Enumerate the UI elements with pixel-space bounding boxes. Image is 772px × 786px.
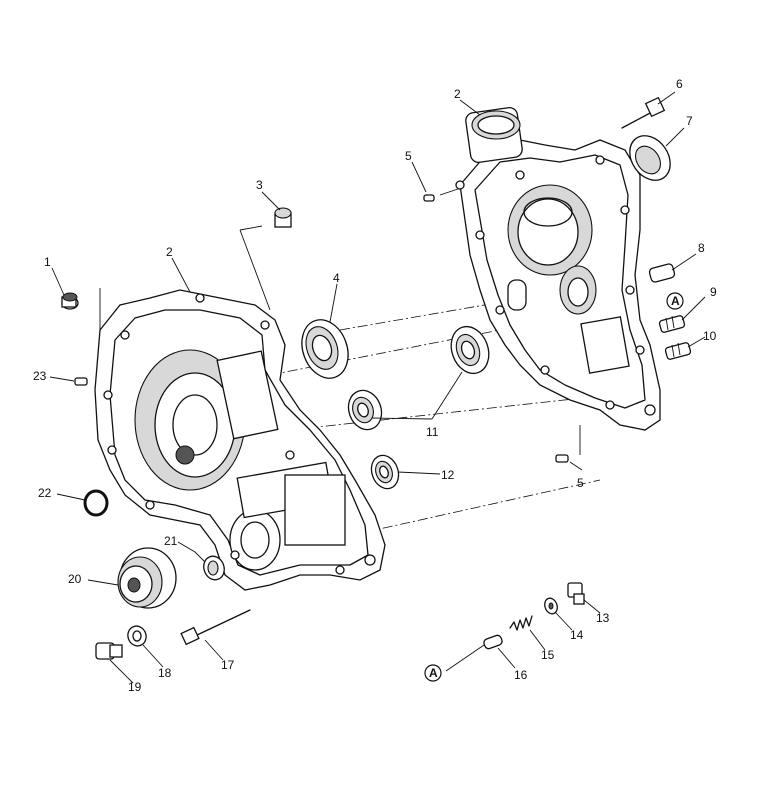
callout-13: 13 xyxy=(596,611,610,625)
part-dowel-pin-23 xyxy=(74,377,88,386)
callout-16: 16 xyxy=(514,668,528,682)
callout-21: 21 xyxy=(164,534,178,548)
part-bearing-4 xyxy=(301,319,349,379)
part-bearing-11-right xyxy=(450,325,490,375)
part-fitting-9 xyxy=(658,315,686,333)
leader-lines xyxy=(49,91,706,684)
callout-17: 17 xyxy=(221,658,235,672)
callout-12: 12 xyxy=(441,468,455,482)
callout-9: 9 xyxy=(710,285,717,299)
reference-letter-lower: A xyxy=(429,666,438,680)
callout-11: 11 xyxy=(426,425,439,439)
callout-22: 22 xyxy=(38,486,52,500)
part-dowel-pin-5-upper xyxy=(423,194,435,202)
callout-14: 14 xyxy=(570,628,584,642)
part-dowel-pin-5-lower xyxy=(555,454,569,463)
part-o-ring-22 xyxy=(83,489,109,517)
callout-7: 7 xyxy=(686,114,693,128)
callout-numbers: 1 2 2 3 4 5 5 6 7 8 9 10 11 12 13 14 15 … xyxy=(33,77,717,694)
callout-2-right: 2 xyxy=(454,87,461,101)
callout-6: 6 xyxy=(676,77,683,91)
part-oil-seal-7 xyxy=(629,135,671,181)
callout-20: 20 xyxy=(68,572,82,586)
callout-8: 8 xyxy=(698,241,705,255)
callout-15: 15 xyxy=(541,648,555,662)
part-plunger-16 xyxy=(483,634,503,650)
right-crankcase-half xyxy=(455,107,661,431)
callout-10: 10 xyxy=(703,329,717,343)
reference-mark-upper: A xyxy=(666,292,684,310)
part-washer-14 xyxy=(544,597,558,615)
part-spring-15 xyxy=(509,615,533,631)
callout-1: 1 xyxy=(44,255,51,269)
reference-letter-upper: A xyxy=(671,294,680,308)
callout-4: 4 xyxy=(333,271,340,285)
part-drain-plug-13 xyxy=(567,582,585,605)
part-drain-plug-19 xyxy=(95,642,123,660)
part-dowel-bushing-1 xyxy=(61,292,79,310)
callout-19: 19 xyxy=(128,680,142,694)
reference-mark-lower: A xyxy=(424,664,442,682)
part-plug-8 xyxy=(648,263,676,283)
part-pulley-20 xyxy=(117,547,177,609)
callout-18: 18 xyxy=(158,666,172,680)
part-bolt-17 xyxy=(180,609,251,646)
callout-3: 3 xyxy=(256,178,263,192)
part-washer-18 xyxy=(127,625,147,647)
callout-5-lower: 5 xyxy=(577,476,584,490)
left-crankcase-half xyxy=(94,289,386,591)
part-dowel-bushing-3 xyxy=(274,207,292,228)
part-bearing-12 xyxy=(370,454,400,490)
part-bolt-6 xyxy=(621,96,666,129)
callout-2-left: 2 xyxy=(166,245,173,259)
part-fitting-10 xyxy=(664,342,692,360)
part-bearing-11-left xyxy=(347,389,383,431)
callout-23: 23 xyxy=(33,369,47,383)
part-oil-seal-21 xyxy=(203,555,225,581)
callout-5-upper: 5 xyxy=(405,149,412,163)
